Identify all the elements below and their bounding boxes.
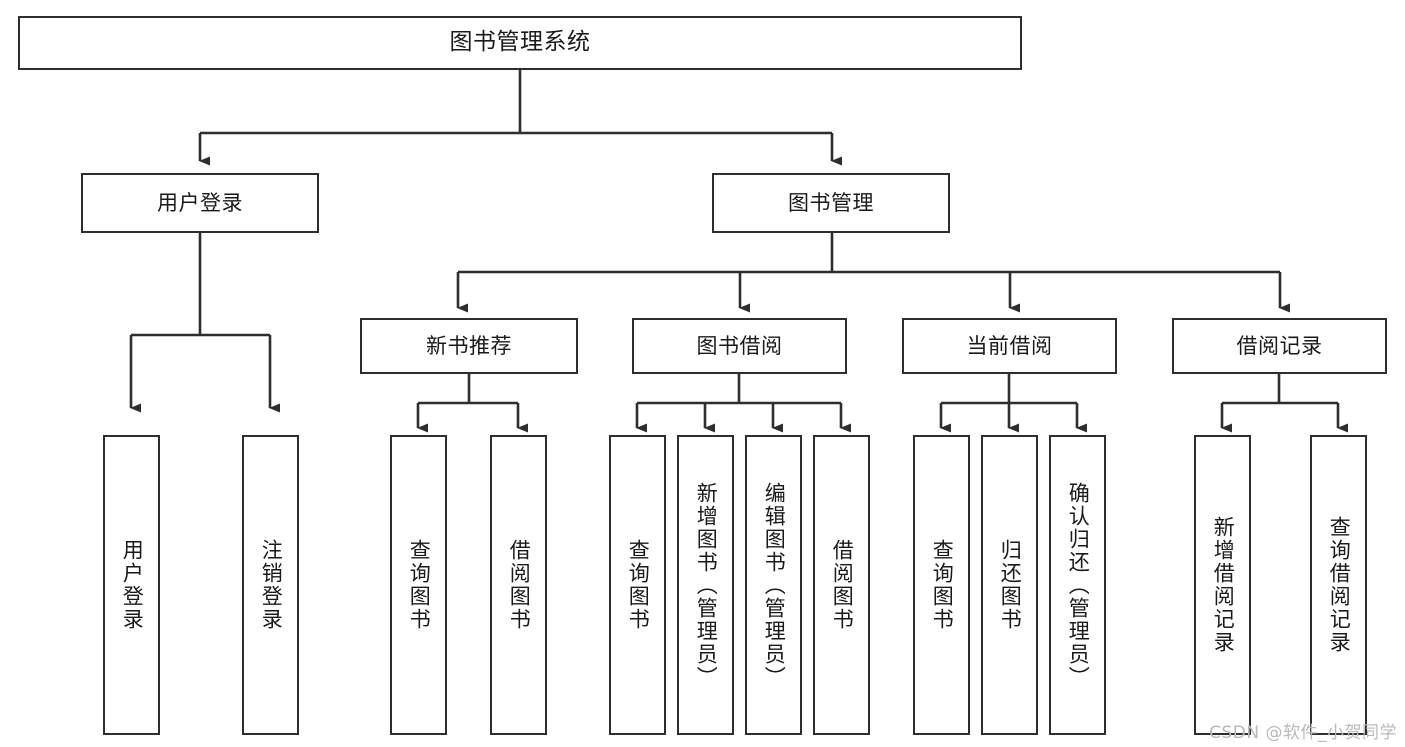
- node-leaf-label: 查询图书: [930, 539, 955, 631]
- node-leaf-return-book[interactable]: 归还图书: [981, 435, 1038, 735]
- node-leaf-label: 查询图书: [407, 539, 432, 631]
- node-leaf-label: 归还图书: [998, 539, 1023, 631]
- csdn-watermark: CSDN @软件_小贺同学: [1209, 723, 1397, 743]
- node-leaf-query-borrow-record[interactable]: 查询借阅记录: [1310, 435, 1367, 735]
- node-book-borrow-label: 图书借阅: [696, 333, 783, 358]
- node-current-borrow[interactable]: 当前借阅: [902, 318, 1117, 374]
- node-leaf-label: 编辑图书（管理员）: [762, 481, 787, 689]
- node-user-login-label: 用户登录: [157, 190, 243, 215]
- node-current-borrow-label: 当前借阅: [966, 333, 1053, 358]
- node-borrow-record-label: 借阅记录: [1236, 333, 1323, 358]
- node-leaf-edit-book-admin[interactable]: 编辑图书（管理员）: [745, 435, 802, 735]
- node-book-management-label: 图书管理: [788, 190, 874, 215]
- node-leaf-label: 用户登录: [120, 539, 145, 631]
- node-book-borrow[interactable]: 图书借阅: [632, 318, 847, 374]
- node-leaf-add-borrow-record[interactable]: 新增借阅记录: [1194, 435, 1251, 735]
- node-root-label: 图书管理系统: [449, 29, 591, 56]
- node-user-login[interactable]: 用户登录: [81, 173, 319, 233]
- node-leaf-label: 借阅图书: [507, 539, 532, 631]
- node-book-management[interactable]: 图书管理: [712, 173, 950, 233]
- node-new-book-recommend-label: 新书推荐: [426, 333, 512, 358]
- node-leaf-label: 新增借阅记录: [1211, 516, 1236, 654]
- node-new-book-recommend[interactable]: 新书推荐: [360, 318, 578, 374]
- node-borrow-record[interactable]: 借阅记录: [1172, 318, 1387, 374]
- node-leaf-label: 注销登录: [259, 539, 284, 631]
- node-leaf-label: 查询图书: [626, 539, 651, 631]
- node-leaf-label: 查询借阅记录: [1327, 516, 1352, 654]
- node-leaf-label: 新增图书（管理员）: [694, 481, 719, 689]
- node-leaf-confirm-return-admin[interactable]: 确认归还（管理员）: [1049, 435, 1106, 735]
- node-leaf-label: 借阅图书: [830, 539, 855, 631]
- node-leaf-query-book-newbook[interactable]: 查询图书: [390, 435, 447, 735]
- node-leaf-user-login[interactable]: 用户登录: [103, 435, 160, 735]
- node-leaf-borrow-book[interactable]: 借阅图书: [813, 435, 870, 735]
- node-leaf-borrow-book-newbook[interactable]: 借阅图书: [490, 435, 547, 735]
- node-leaf-add-book-admin[interactable]: 新增图书（管理员）: [677, 435, 734, 735]
- node-leaf-logout[interactable]: 注销登录: [242, 435, 299, 735]
- node-leaf-label: 确认归还（管理员）: [1066, 481, 1091, 689]
- node-leaf-query-book-current[interactable]: 查询图书: [913, 435, 970, 735]
- node-root-book-management-system[interactable]: 图书管理系统: [18, 16, 1022, 70]
- node-leaf-query-book-borrow[interactable]: 查询图书: [609, 435, 666, 735]
